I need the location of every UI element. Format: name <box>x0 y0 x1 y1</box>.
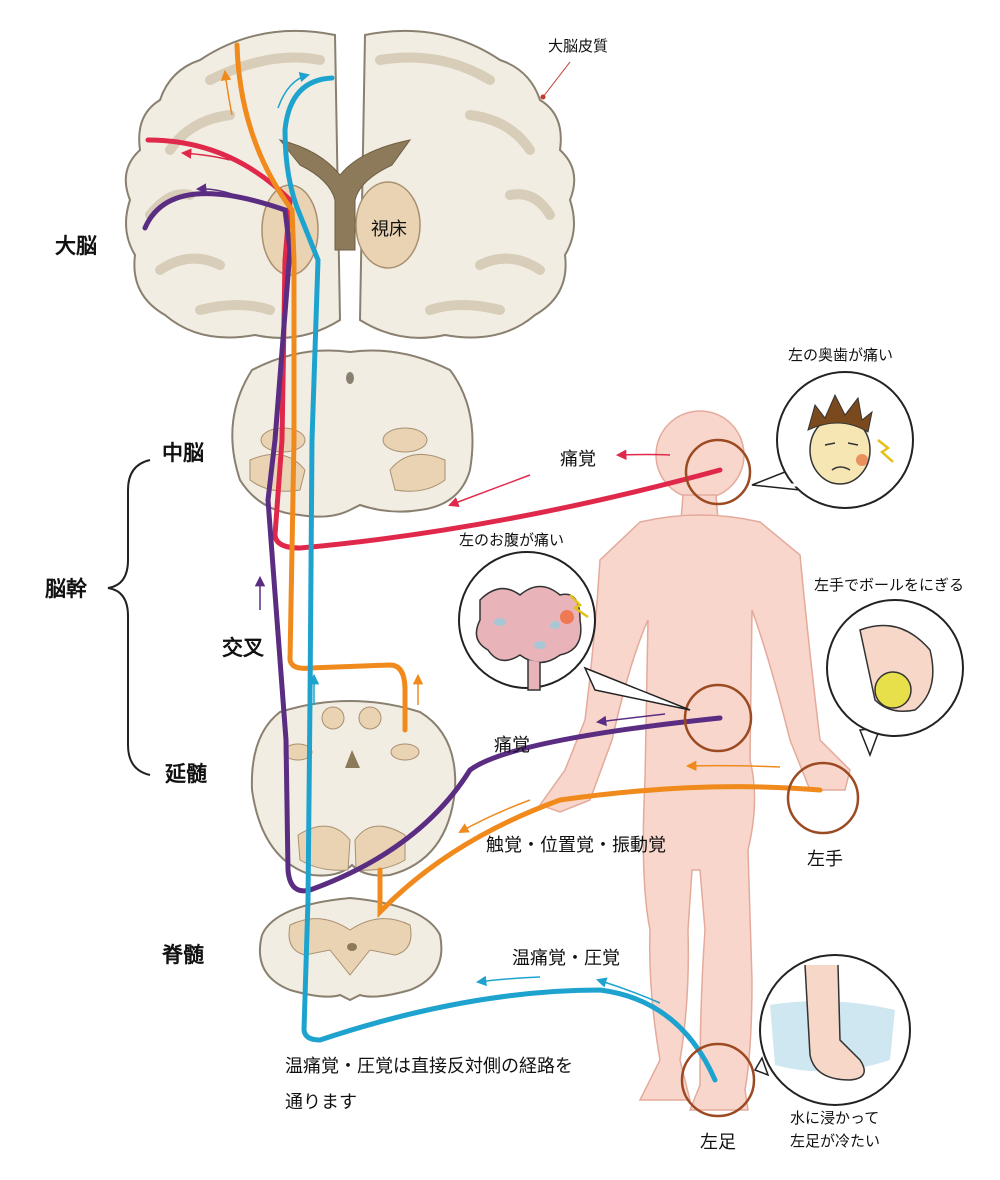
human-body-figure <box>538 410 851 1111</box>
purple-small-arrow-abdomen <box>595 713 666 727</box>
note-line-2: 通ります <box>285 1092 357 1113</box>
orange-small-arrow-cortex <box>220 69 233 116</box>
red-small-arrow-mid <box>448 474 531 507</box>
blue-small-arrow-spine <box>475 975 541 987</box>
thalamus-right <box>355 181 421 269</box>
cold-water-bubble <box>753 954 911 1106</box>
label-temperature-pressure: 温痛覚・圧覚 <box>512 948 620 969</box>
brainstem-brace <box>107 459 151 776</box>
label-decussation: 交叉 <box>222 636 265 660</box>
label-midbrain: 中脳 <box>162 441 204 465</box>
purple-pathway-pain-abdomen <box>142 191 723 894</box>
bubble-text-water-2: 左足が冷たい <box>790 1132 880 1150</box>
tooth-pain-bubble <box>751 371 914 509</box>
blue-small-arrow-cortex <box>277 71 311 109</box>
ball-grip-bubble <box>826 599 964 758</box>
label-brainstem: 脳幹 <box>45 577 88 601</box>
label-medulla: 延髄 <box>164 762 207 786</box>
bubble-text-water-1: 水に浸かって <box>790 1109 879 1127</box>
bubble-text-ball: 左手でボールをにぎる <box>814 576 964 594</box>
note-line-1: 温痛覚・圧覚は直接反対側の経路を <box>285 1056 573 1077</box>
medulla-section <box>250 700 457 877</box>
foot-highlight-circle <box>680 1042 756 1118</box>
label-touch-senses: 触覚・位置覚・振動覚 <box>486 835 666 856</box>
hand-highlight-circle <box>786 761 860 835</box>
face-highlight-circle <box>684 438 752 506</box>
label-cerebrum: 大脳 <box>55 234 97 258</box>
label-thalamus: 視床 <box>371 219 407 240</box>
red-small-arrow-cortex <box>180 148 231 161</box>
label-spinal-cord: 脊髄 <box>161 943 204 967</box>
spinal-cord-section <box>258 896 443 1002</box>
blue-pathway-temperature-foot <box>282 75 718 1083</box>
label-left-foot: 左足 <box>700 1132 736 1153</box>
label-pain-lower: 痛覚 <box>494 735 530 756</box>
abdomen-highlight-circle <box>683 683 753 753</box>
label-pain-upper: 痛覚 <box>560 449 596 470</box>
cerebrum-section <box>124 29 576 339</box>
label-cerebral-cortex: 大脳皮質 <box>548 37 608 55</box>
orange-small-arrow-arm <box>458 799 531 834</box>
purple-small-arrow-cortex <box>195 183 236 196</box>
blue-small-arrow-leg <box>595 977 661 1004</box>
abdomen-pain-bubble <box>458 551 691 711</box>
bubble-text-tooth: 左の奥歯が痛い <box>788 346 893 364</box>
orange-small-arrow-hand <box>685 760 781 772</box>
bubble-text-belly: 左のお腹が痛い <box>459 531 564 549</box>
label-left-hand: 左手 <box>807 849 843 870</box>
orange-pathway-touch-hand <box>234 42 823 919</box>
red-small-arrow-face <box>615 449 671 460</box>
ventricle-shape <box>278 139 412 251</box>
